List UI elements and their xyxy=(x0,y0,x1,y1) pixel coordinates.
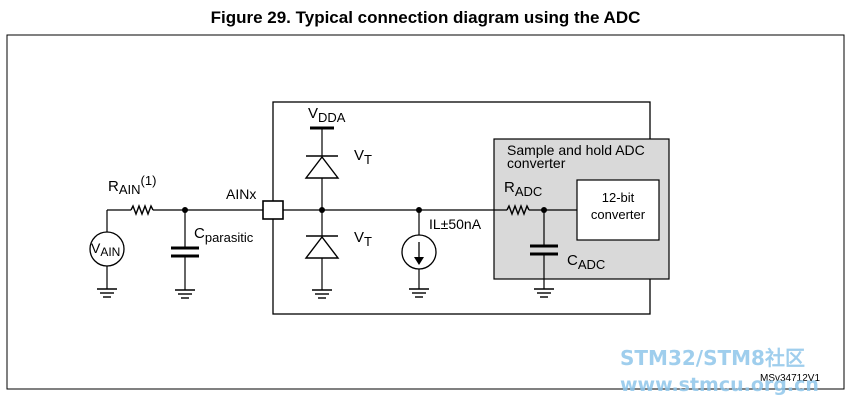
label-sample-hold-line1: Sample and hold ADC xyxy=(507,142,645,158)
label-converter-line1: 12-bit xyxy=(602,190,635,205)
label-radc: RADC xyxy=(504,179,542,199)
resistor-rain xyxy=(130,204,154,216)
diode-top-icon xyxy=(304,155,340,179)
label-vt-top: VT xyxy=(354,147,372,167)
label-ainx: AINx xyxy=(226,186,256,202)
ground-icon xyxy=(175,289,195,299)
label-vt-bottom: VT xyxy=(354,229,372,249)
figure-title: Figure 29. Typical connection diagram us… xyxy=(210,8,641,27)
label-converter-line2: converter xyxy=(591,207,646,222)
outer-frame xyxy=(6,34,845,390)
watermark-line1: STM32/STM8社区 xyxy=(620,346,805,370)
resistor-radc xyxy=(506,204,530,216)
current-arrow-head-icon xyxy=(414,257,424,265)
diode-bottom-icon xyxy=(304,235,340,259)
watermark-line2: www.stmcu.org.cn xyxy=(620,374,819,396)
label-rain: RAIN(1) xyxy=(108,173,156,197)
label-cadc: CADC xyxy=(567,252,605,272)
label-cparasitic: Cparasitic xyxy=(194,225,254,245)
ground-icon xyxy=(312,289,332,299)
ground-icon xyxy=(534,288,554,298)
label-vdda: VDDA xyxy=(308,105,346,125)
label-leakage-current: IL±50nA xyxy=(429,216,482,232)
ground-icon xyxy=(97,288,117,298)
label-vain: VAIN xyxy=(91,240,120,259)
label-sample-hold-line2: converter xyxy=(507,155,566,171)
converter-box xyxy=(576,179,660,241)
ground-icon xyxy=(409,288,429,298)
ainx-pin xyxy=(262,200,284,220)
figure-code: MSv34712V1 xyxy=(760,373,820,384)
